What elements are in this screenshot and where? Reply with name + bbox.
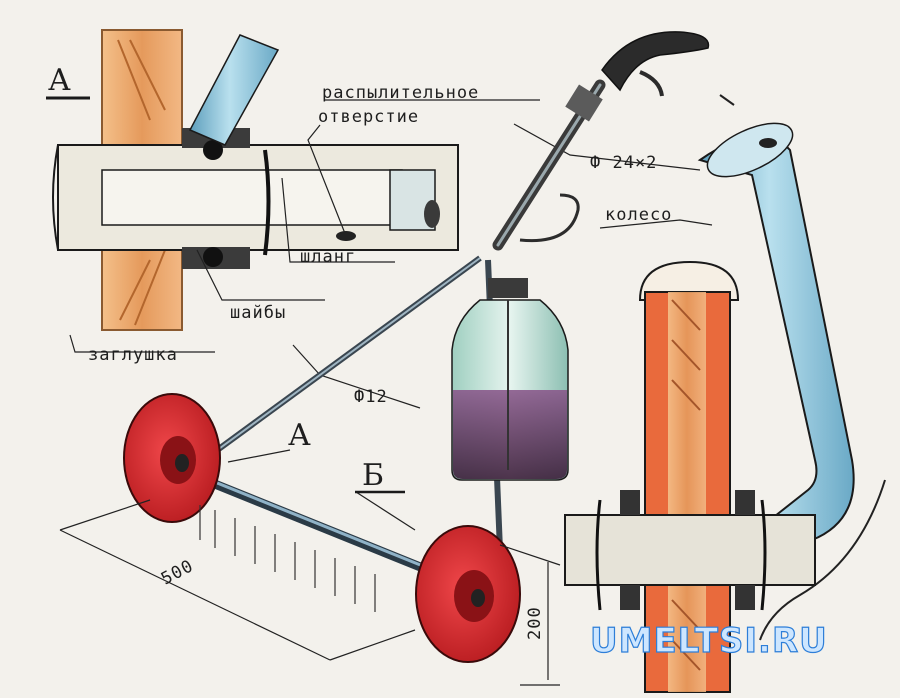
label-plug: заглушка xyxy=(88,345,178,365)
dimension-lines xyxy=(59,491,561,686)
label-dim-height: 200 xyxy=(525,606,545,640)
label-spray-hole-1: распылительное xyxy=(322,83,479,103)
wheel-axle xyxy=(183,467,467,590)
wood-grain xyxy=(117,39,166,326)
watermark: UMELTSI.RU xyxy=(590,621,828,661)
axle-bore xyxy=(101,169,403,226)
bottle-liquid xyxy=(453,390,567,479)
label-diameter-tube: Ф 24×2 xyxy=(590,153,657,173)
section-b-detail xyxy=(564,94,886,693)
label-washers: шайбы xyxy=(230,303,286,323)
label-spray-hole-2: отверстие xyxy=(318,107,419,127)
label-section-a-mid: А xyxy=(288,418,311,453)
hose-loop xyxy=(519,193,580,243)
label-wheel: колесо xyxy=(605,205,672,225)
pipe-cord xyxy=(759,479,886,641)
handle-coupling xyxy=(565,84,603,122)
clamp xyxy=(263,149,271,256)
section-a-detail xyxy=(46,29,459,331)
label-dim-width: 500 xyxy=(158,556,197,589)
angled-tube xyxy=(188,34,280,146)
label-section-b: Б xyxy=(362,458,384,493)
bottle-cap xyxy=(488,278,528,298)
spray-arrows xyxy=(199,505,376,612)
wheel-rim-cap xyxy=(638,260,740,301)
sprayer-assembly: А Б 500 200 xyxy=(59,31,710,686)
label-hose: шланг xyxy=(300,247,356,267)
leader-lines xyxy=(69,99,713,409)
section-a-label: А xyxy=(48,63,71,98)
label-diameter-rod: Ф12 xyxy=(354,387,388,407)
handle-grip xyxy=(601,31,710,92)
axle-section-b xyxy=(564,514,816,586)
